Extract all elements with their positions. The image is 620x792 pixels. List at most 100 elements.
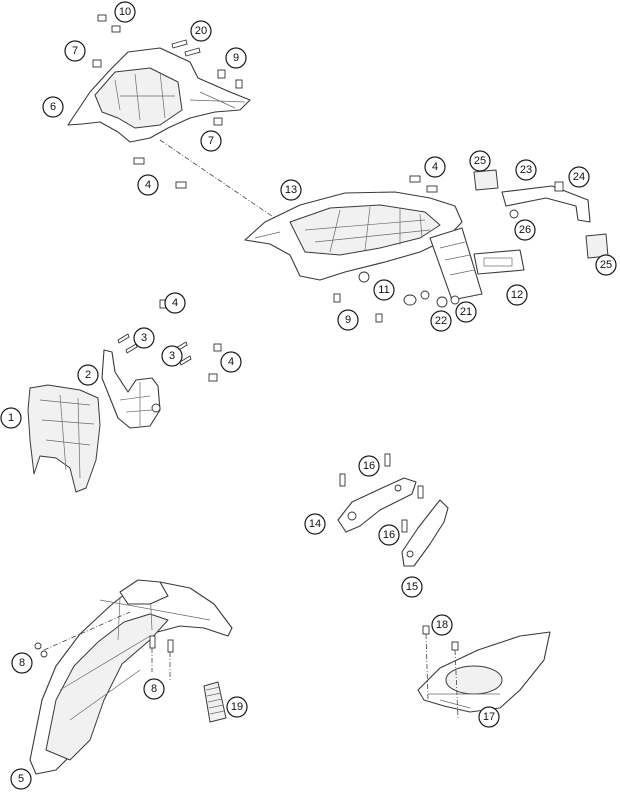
svg-text:9: 9 — [233, 52, 239, 64]
callout-10: 10 — [114, 1, 136, 23]
svg-text:25: 25 — [474, 155, 486, 167]
screw-group-9-top — [217, 69, 243, 89]
svg-text:20: 20 — [195, 25, 207, 37]
svg-text:8: 8 — [151, 683, 157, 695]
svg-text:5: 5 — [18, 773, 24, 785]
callout-16: 16 — [358, 455, 380, 477]
screw-group-9-mid — [333, 293, 383, 323]
svg-text:12: 12 — [511, 289, 523, 301]
callout-3: 3 — [133, 327, 155, 349]
callout-4: 4 — [424, 156, 446, 178]
screw-24 — [554, 181, 564, 192]
part-19-pad — [203, 681, 227, 723]
part-17-mudflap — [417, 631, 551, 713]
callout-25: 25 — [595, 254, 617, 276]
reflector-12 — [473, 249, 525, 275]
svg-text:24: 24 — [573, 171, 585, 183]
svg-text:8: 8 — [19, 657, 25, 669]
callout-19: 19 — [226, 696, 248, 718]
svg-text:22: 22 — [435, 315, 447, 327]
svg-text:21: 21 — [460, 306, 472, 318]
callout-2: 2 — [77, 364, 99, 386]
callout-1: 1 — [0, 407, 22, 429]
svg-text:7: 7 — [208, 135, 214, 147]
svg-text:6: 6 — [50, 101, 56, 113]
svg-text:17: 17 — [483, 711, 495, 723]
part-1-headlight-mask — [27, 384, 101, 493]
svg-text:23: 23 — [520, 164, 532, 176]
callout-4: 4 — [164, 292, 186, 314]
callout-7: 7 — [200, 130, 222, 152]
clip-group-4-right — [409, 175, 438, 193]
callout-18: 18 — [431, 614, 453, 636]
callout-13: 13 — [280, 179, 302, 201]
svg-text:11: 11 — [378, 284, 389, 296]
callout-4: 4 — [137, 174, 159, 196]
callout-21: 21 — [455, 301, 477, 323]
svg-text:4: 4 — [432, 161, 438, 173]
screw-group-8 — [34, 635, 174, 658]
part-5-front-fender — [29, 579, 233, 775]
callout-17: 17 — [478, 706, 500, 728]
svg-text:25: 25 — [600, 259, 612, 271]
svg-text:2: 2 — [85, 369, 91, 381]
callout-4: 4 — [220, 351, 242, 373]
license-bracket — [429, 227, 483, 301]
svg-text:16: 16 — [383, 529, 395, 541]
part-13-rear-fender — [244, 191, 463, 281]
reflector-25-top — [473, 169, 499, 191]
part-6-rear-bracket — [67, 47, 251, 143]
part-14-left-guard — [337, 477, 417, 533]
svg-text:18: 18 — [436, 619, 448, 631]
callout-11: 11 — [373, 279, 395, 301]
callout-14: 14 — [304, 513, 326, 535]
svg-text:16: 16 — [363, 460, 375, 472]
leader-18-a — [425, 633, 429, 701]
callout-23: 23 — [515, 159, 537, 181]
callout-24: 24 — [568, 166, 590, 188]
callout-5: 5 — [10, 768, 32, 790]
svg-text:4: 4 — [145, 179, 151, 191]
bracket-23 — [501, 185, 591, 223]
part-15-right-guard — [401, 499, 449, 567]
clip-group-4-left — [133, 157, 187, 189]
svg-text:9: 9 — [345, 314, 351, 326]
clip-group-4-middle — [159, 299, 222, 382]
svg-text:3: 3 — [169, 350, 175, 362]
callout-26: 26 — [514, 219, 536, 241]
svg-text:4: 4 — [228, 356, 234, 368]
svg-text:14: 14 — [309, 518, 321, 530]
callout-7: 7 — [64, 40, 86, 62]
callout-25: 25 — [469, 150, 491, 172]
svg-text:1: 1 — [8, 412, 14, 424]
callout-20: 20 — [190, 20, 212, 42]
washer-11 — [358, 271, 370, 283]
svg-text:26: 26 — [519, 224, 531, 236]
part-2-headlight-bracket — [101, 349, 161, 429]
callout-12: 12 — [506, 284, 528, 306]
svg-text:4: 4 — [172, 297, 178, 309]
grommet-set — [403, 290, 460, 308]
callout-3: 3 — [161, 345, 183, 367]
svg-text:7: 7 — [72, 45, 78, 57]
callout-8: 8 — [143, 678, 165, 700]
nut-7-bottom — [213, 117, 223, 126]
callout-15: 15 — [401, 576, 423, 598]
svg-text:19: 19 — [231, 701, 243, 713]
svg-text:15: 15 — [406, 581, 418, 593]
callout-22: 22 — [430, 310, 452, 332]
leader-18-b — [454, 649, 459, 719]
callout-6: 6 — [42, 96, 64, 118]
reflector-25-bottom — [585, 233, 609, 259]
nut-7-top — [92, 59, 102, 68]
leader-8-left — [43, 611, 131, 651]
callout-8: 8 — [11, 652, 33, 674]
svg-text:10: 10 — [119, 6, 131, 18]
screw-group-16 — [339, 453, 424, 533]
svg-text:3: 3 — [141, 332, 147, 344]
callout-9: 9 — [337, 309, 359, 331]
callout-16: 16 — [378, 524, 400, 546]
svg-text:13: 13 — [285, 184, 297, 196]
bolt-group-10 — [97, 14, 121, 33]
